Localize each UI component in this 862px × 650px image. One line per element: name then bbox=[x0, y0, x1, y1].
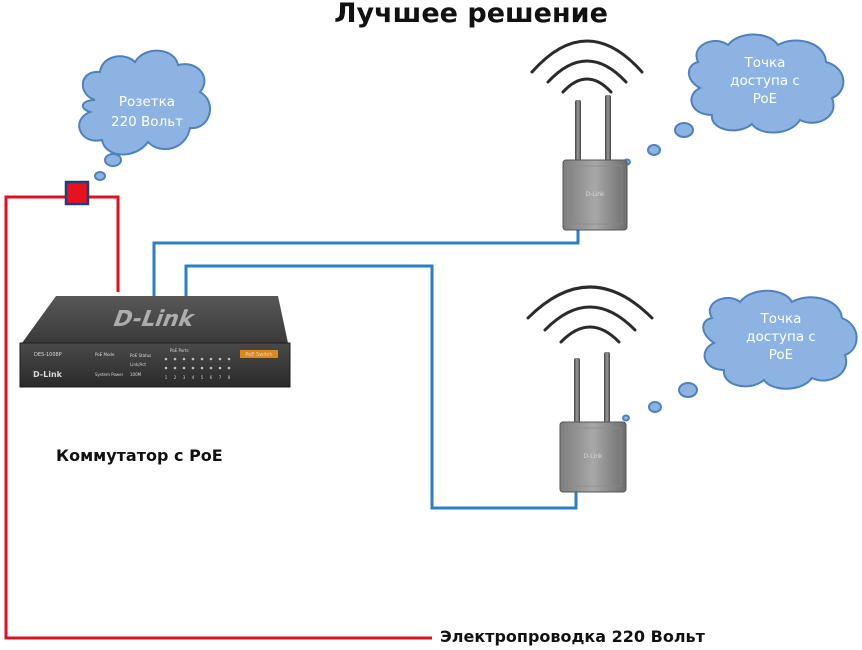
ap-bottom-body bbox=[559, 421, 627, 493]
switch-label-100m: 100M bbox=[130, 372, 142, 377]
power-wiring bbox=[4, 195, 432, 640]
diagram-title: Лучшее решение bbox=[0, 0, 862, 29]
port-number-3: 3 bbox=[183, 375, 186, 380]
switch-label-poe-status: PoE Status bbox=[130, 353, 151, 358]
wifi-waves-bottom-icon bbox=[526, 285, 654, 344]
port-number-4: 4 bbox=[192, 375, 195, 380]
network-cables bbox=[152, 228, 580, 510]
ap-top-body bbox=[562, 159, 628, 231]
socket-cloud-text: Розетка 220 Вольт bbox=[100, 92, 194, 132]
switch-model: DES-1008P bbox=[34, 352, 62, 358]
port-led-1-1 bbox=[164, 357, 168, 361]
switch-brand: D-Link bbox=[33, 370, 63, 379]
switch-front-face bbox=[19, 342, 291, 388]
ap-cloud-bottom-line2: доступа с bbox=[746, 329, 816, 345]
port-led-5-1 bbox=[200, 357, 204, 361]
port-led-8-1 bbox=[227, 357, 231, 361]
ap-cloud-top-line2: доступа с bbox=[730, 73, 800, 89]
switch-poe-badge bbox=[240, 350, 278, 358]
switch-poe-badge-text: PoE Switch bbox=[245, 352, 272, 358]
ap-cloud-top bbox=[623, 33, 845, 166]
ap-bottom-bezel bbox=[564, 427, 622, 487]
socket-cloud-line1: Розетка bbox=[118, 94, 176, 110]
port-number-2: 2 bbox=[174, 375, 177, 380]
port-led-1-2 bbox=[164, 366, 168, 370]
ap-top-antenna-right bbox=[605, 95, 611, 163]
port-led-6-1 bbox=[209, 357, 213, 361]
port-number-5: 5 bbox=[201, 375, 204, 380]
ap-cloud-top-line1: Точка bbox=[744, 55, 786, 71]
port-led-7-2 bbox=[218, 366, 222, 370]
ap-cloud-bottom-line3: PoE bbox=[768, 347, 794, 363]
port-led-8-2 bbox=[227, 366, 231, 370]
port-led-4-1 bbox=[191, 357, 195, 361]
ap-bottom-antenna-right bbox=[604, 352, 610, 424]
switch-label-poe-mode: PoE Mode bbox=[95, 352, 115, 357]
ap-bottom-brand: D-Link bbox=[583, 453, 603, 460]
ap-top-brand: D-Link bbox=[585, 191, 605, 198]
port-number-8: 8 bbox=[228, 375, 231, 380]
port-led-3-2 bbox=[182, 366, 186, 370]
power-socket bbox=[64, 180, 90, 206]
ap-cloud-bottom bbox=[622, 289, 858, 422]
access-point-bottom: D-Link bbox=[526, 285, 654, 493]
ap-top-bezel bbox=[567, 165, 623, 225]
switch-poe-ports-caption: PoE Ports bbox=[170, 348, 189, 353]
ap-cloud-bottom-line1: Точка bbox=[760, 311, 802, 327]
ap-bottom-antenna-left bbox=[574, 358, 580, 426]
wiring-caption: Электропроводка 220 Вольт bbox=[440, 627, 705, 646]
ap-top-antenna-left bbox=[575, 100, 581, 164]
socket-cloud-line2: 220 Вольт bbox=[110, 114, 184, 130]
ap-cloud-top-text: Точка доступа с PoE bbox=[710, 54, 820, 108]
port-led-5-2 bbox=[200, 366, 204, 370]
poe-switch: D-Link DES-1008P D-Link PoE Mode PoE Sta… bbox=[19, 296, 291, 388]
access-point-top: D-Link bbox=[530, 39, 644, 231]
switch-label-link: Link/Act bbox=[130, 362, 146, 367]
diagram-title-text: Лучшее решение bbox=[334, 0, 608, 29]
switch-port-leds: 1 2 3 4 5 6 7 8 bbox=[164, 357, 231, 380]
port-led-6-2 bbox=[209, 366, 213, 370]
port-number-1: 1 bbox=[165, 375, 168, 380]
ap-cloud-top-line3: PoE bbox=[752, 91, 778, 107]
ap-cloud-bottom-text: Точка доступа с PoE bbox=[726, 310, 836, 364]
port-led-7-1 bbox=[218, 357, 222, 361]
switch-top-logo: D-Link bbox=[109, 307, 199, 332]
port-number-6: 6 bbox=[210, 375, 213, 380]
port-number-7: 7 bbox=[219, 375, 222, 380]
wifi-waves-top-icon bbox=[530, 39, 644, 94]
port-led-2-1 bbox=[173, 357, 177, 361]
switch-caption: Коммутатор с PoE bbox=[56, 446, 223, 465]
port-led-3-1 bbox=[182, 357, 186, 361]
switch-top-face bbox=[22, 296, 288, 343]
switch-label-system-power: System Power bbox=[95, 372, 124, 377]
socket-cloud bbox=[78, 49, 211, 181]
port-led-4-2 bbox=[191, 366, 195, 370]
port-led-2-2 bbox=[173, 366, 177, 370]
